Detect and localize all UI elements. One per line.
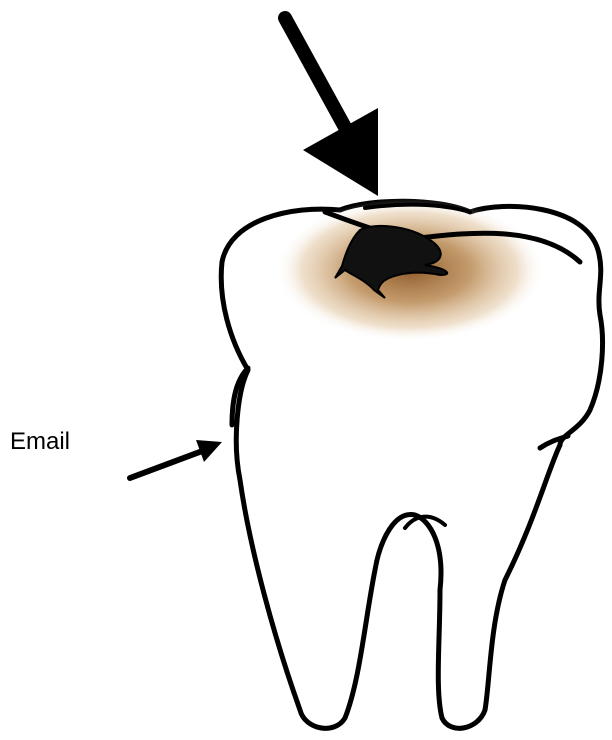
enamel-arrow-shaft: [130, 450, 205, 478]
enamel-label: Email: [10, 430, 70, 454]
cavity-arrow-shaft: [285, 18, 352, 140]
